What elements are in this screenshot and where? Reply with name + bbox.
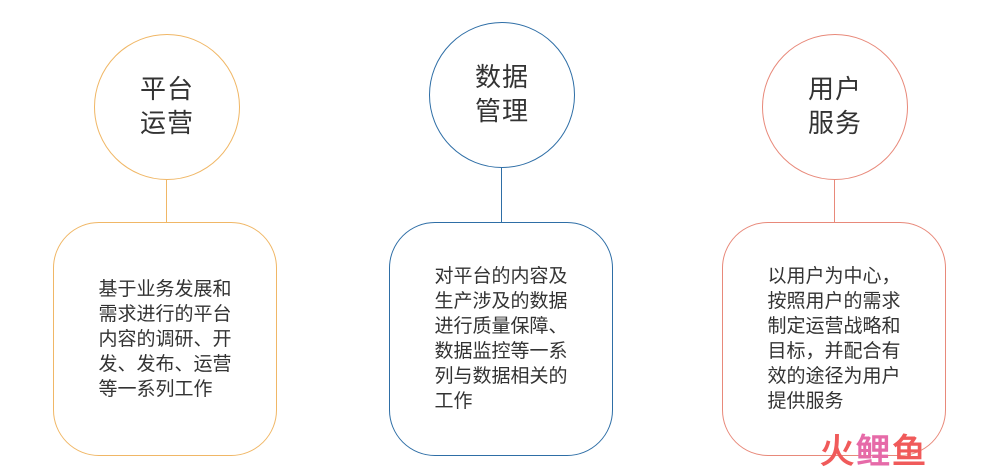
connector-line: [166, 180, 167, 222]
card-user-service: 以用户为中心， 按照用户的需求 制定运营战略和 目标，并配合有 效的途径为用户 …: [722, 222, 946, 456]
circle-title: 平台 运营: [139, 75, 194, 139]
watermark-logo: 火鲤鱼: [820, 432, 928, 472]
circle-data-management: 数据 管理: [429, 22, 575, 168]
connector-line: [501, 168, 502, 222]
card-description: 基于业务发展和 需求进行的平台 内容的调研、开 发、发布、运营 等一系列工作: [98, 277, 232, 400]
card-platform-operation: 基于业务发展和 需求进行的平台 内容的调研、开 发、发布、运营 等一系列工作: [53, 222, 277, 456]
card-description: 以用户为中心， 按照用户的需求 制定运营战略和 目标，并配合有 效的途径为用户 …: [767, 265, 901, 412]
circle-title: 用户 服务: [807, 75, 862, 139]
card-data-management: 对平台的内容及 生产涉及的数据 进行质量保障、 数据监控等一系 列与数据相关的 …: [389, 222, 613, 456]
circle-platform-operation: 平台 运营: [94, 34, 240, 180]
circle-title: 数据 管理: [474, 63, 529, 127]
circle-user-service: 用户 服务: [762, 34, 908, 180]
card-description: 对平台的内容及 生产涉及的数据 进行质量保障、 数据监控等一系 列与数据相关的 …: [434, 265, 568, 412]
connector-line: [834, 180, 835, 222]
